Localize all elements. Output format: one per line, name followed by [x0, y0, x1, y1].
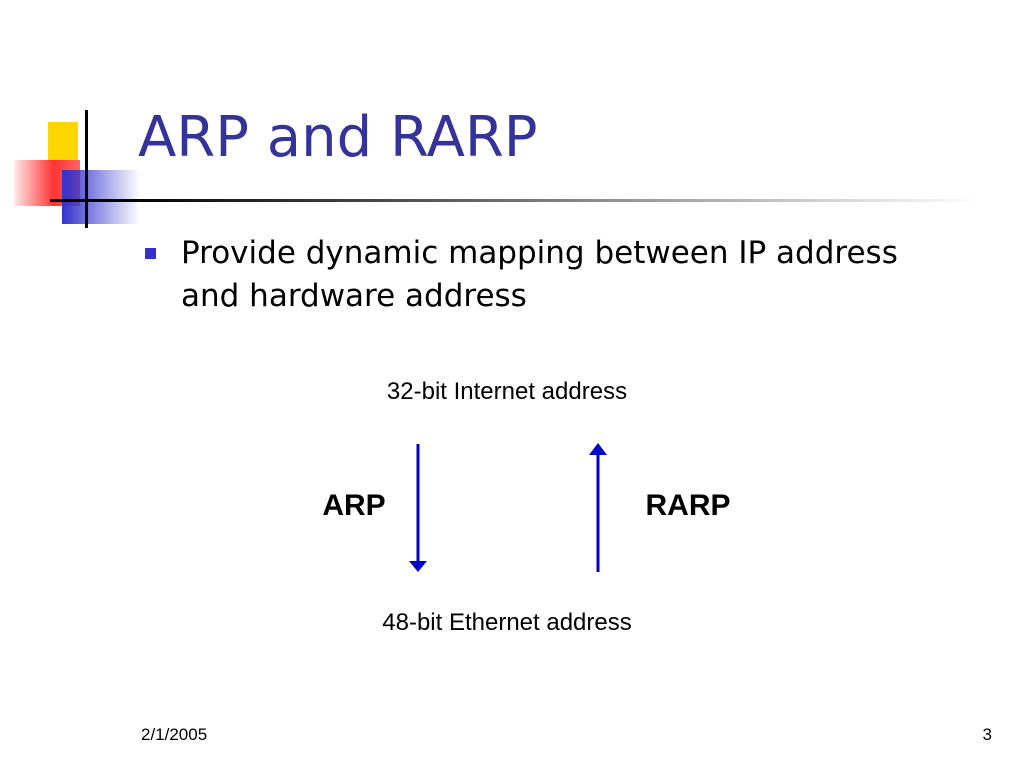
title-divider — [50, 199, 980, 202]
bullet-square-icon — [145, 248, 156, 259]
footer-page-number: 3 — [982, 725, 992, 744]
slide-title: ARP and RARP — [138, 105, 538, 170]
ethernet-address-label: 48-bit Ethernet address — [382, 609, 631, 636]
logo-vertical-line — [85, 110, 88, 228]
arp-label: ARP — [322, 489, 385, 522]
bullet-list: Provide dynamic mapping between IP addre… — [145, 232, 925, 318]
rarp-label: RARP — [645, 489, 730, 522]
arp-arrow — [409, 444, 427, 572]
bullet-text: Provide dynamic mapping between IP addre… — [181, 235, 898, 314]
internet-address-label: 32-bit Internet address — [387, 378, 627, 405]
footer-date: 2/1/2005 — [141, 725, 208, 744]
rarp-arrow — [589, 443, 607, 572]
logo-yellow-square — [48, 122, 78, 162]
logo-blue-square — [62, 170, 140, 224]
bullet-item: Provide dynamic mapping between IP addre… — [145, 232, 925, 318]
slide-logo-icon — [14, 110, 140, 228]
